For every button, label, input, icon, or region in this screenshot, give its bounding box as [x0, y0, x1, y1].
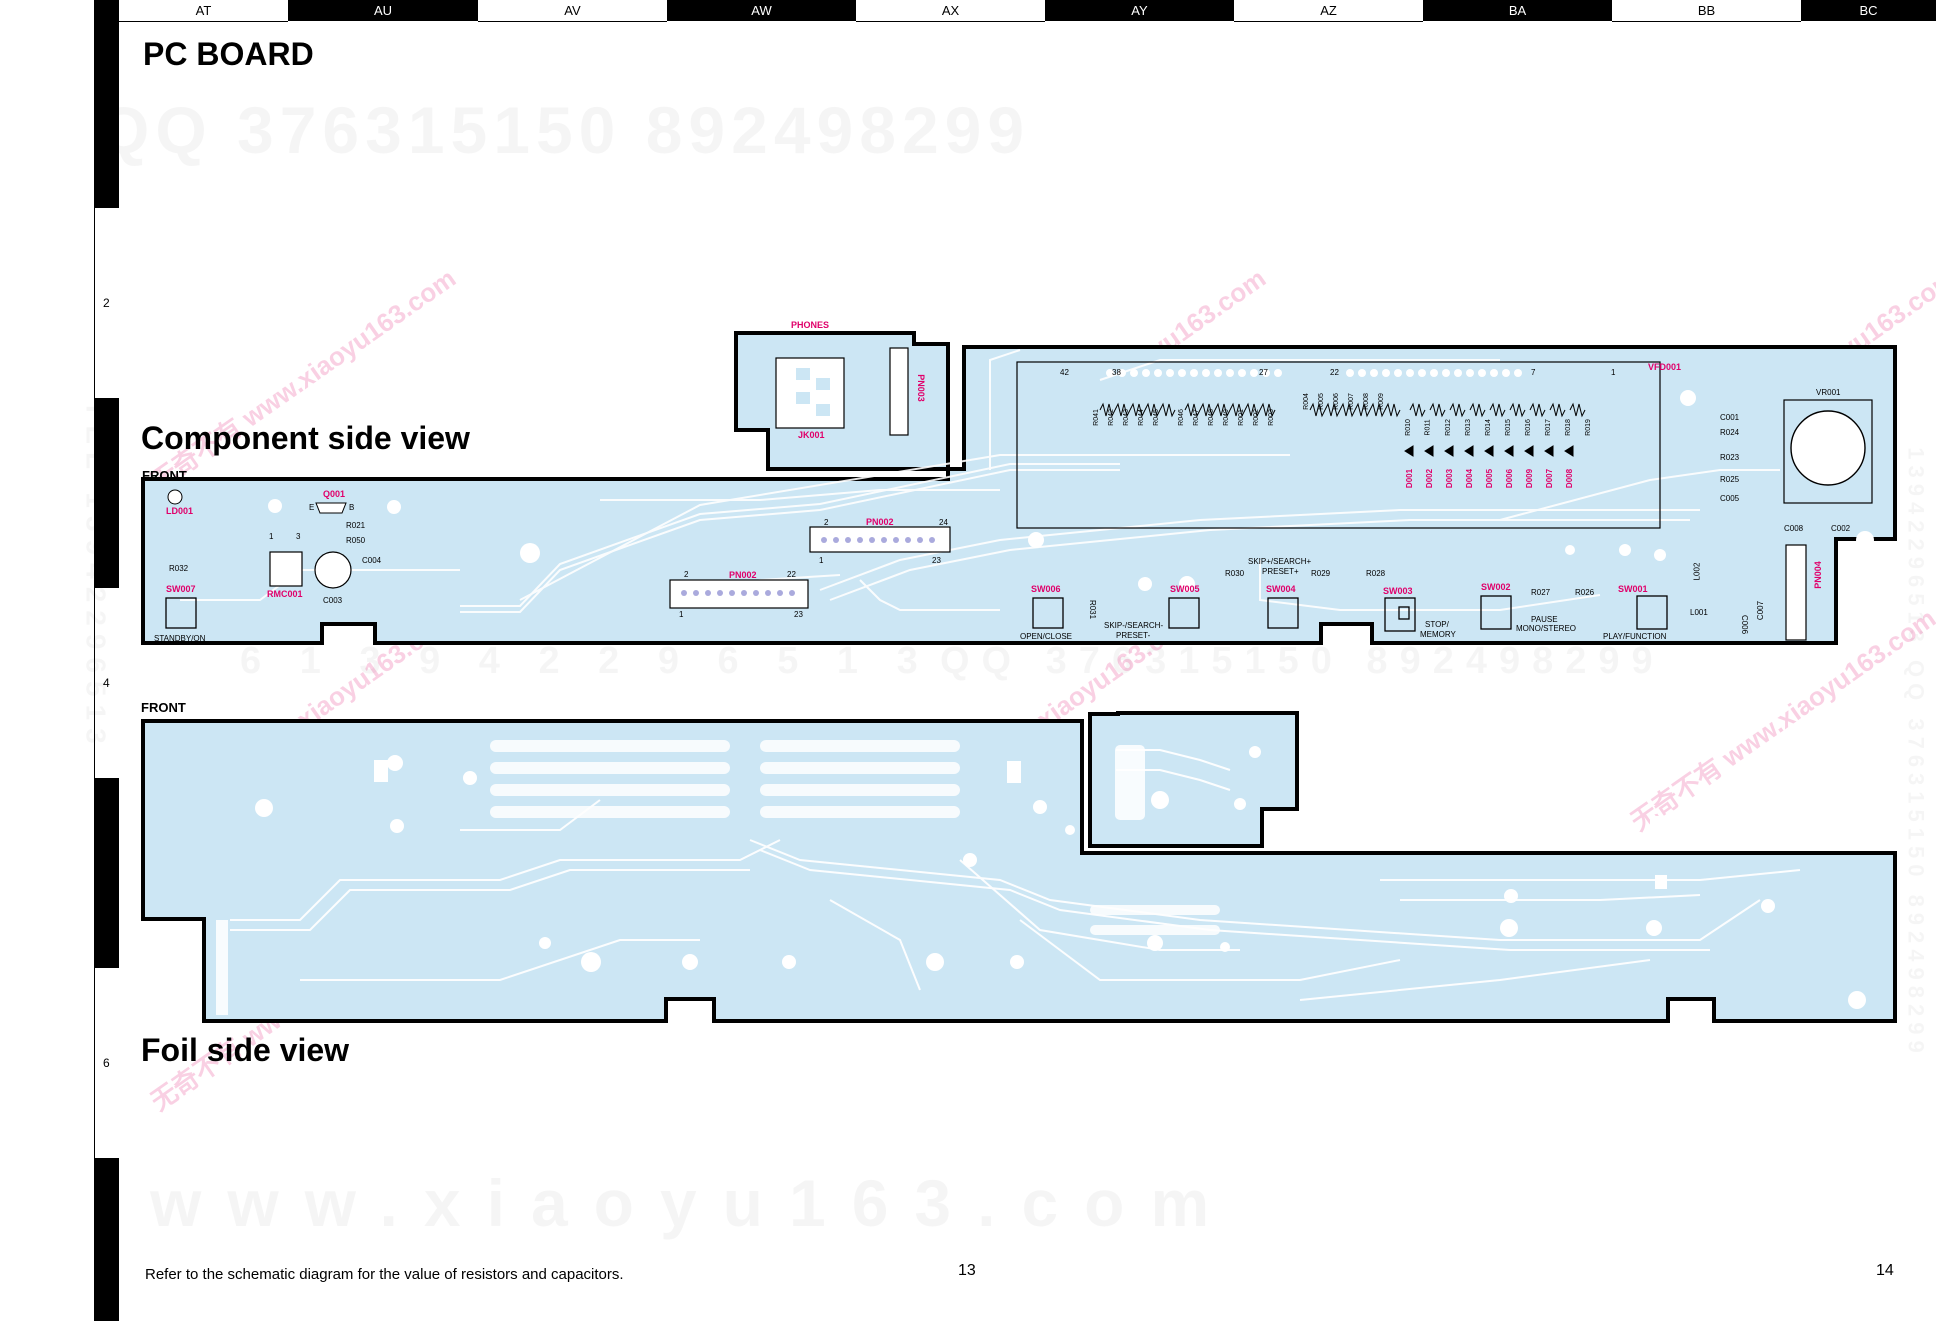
column-label: AU	[288, 0, 478, 21]
page-number-left: 13	[958, 1262, 976, 1279]
column-label: BB	[1612, 0, 1801, 22]
vr001-outline	[1783, 399, 1873, 504]
foil-side-view-heading: Foil side view	[141, 1032, 350, 1068]
column-label: BC	[1801, 0, 1936, 21]
rmc001-outline	[269, 551, 303, 587]
vfd001-pins	[1106, 369, 1522, 377]
row-label-2: 2	[103, 296, 110, 310]
row-label-6: 6	[103, 1056, 110, 1070]
main-board-outline-component	[141, 345, 1897, 645]
row-label-3: 3	[103, 486, 110, 500]
row-label-7: 7	[103, 1241, 110, 1255]
c003-outline	[314, 551, 352, 589]
foil-pad-rows	[216, 740, 1220, 1015]
column-label: AT	[119, 0, 288, 22]
column-label: AW	[667, 0, 856, 21]
ld001-symbol	[167, 489, 183, 505]
connector-pins	[681, 537, 935, 596]
column-label: AZ	[1234, 0, 1423, 22]
component-side-view-heading: Component side view	[141, 420, 470, 456]
jk001-pads	[796, 368, 830, 416]
page-number-right: 14	[1876, 1262, 1894, 1279]
footer-note: Refer to the schematic diagram for the v…	[145, 1266, 624, 1283]
vfd-resistors	[1099, 402, 1586, 418]
page-title: PC BOARD	[143, 36, 314, 72]
row-ruler	[94, 0, 120, 1321]
vr001-knob	[1790, 410, 1866, 486]
switches	[165, 595, 1668, 632]
column-label: AX	[856, 0, 1045, 22]
vfd-diodes	[1404, 445, 1574, 457]
row-label-1: 1	[103, 106, 110, 120]
front-label-bottom: FRONT	[141, 700, 186, 715]
column-label: AV	[478, 0, 667, 22]
traces	[180, 349, 1780, 613]
mounting-holes	[268, 390, 1874, 592]
row-label-4: 4	[103, 676, 110, 690]
column-label: BA	[1423, 0, 1612, 21]
foil-pads	[255, 746, 1866, 1009]
vfd001-outline	[1016, 361, 1661, 529]
column-label: AY	[1045, 0, 1234, 21]
q001-symbol	[315, 502, 347, 514]
row-label-5: 5	[103, 866, 110, 880]
